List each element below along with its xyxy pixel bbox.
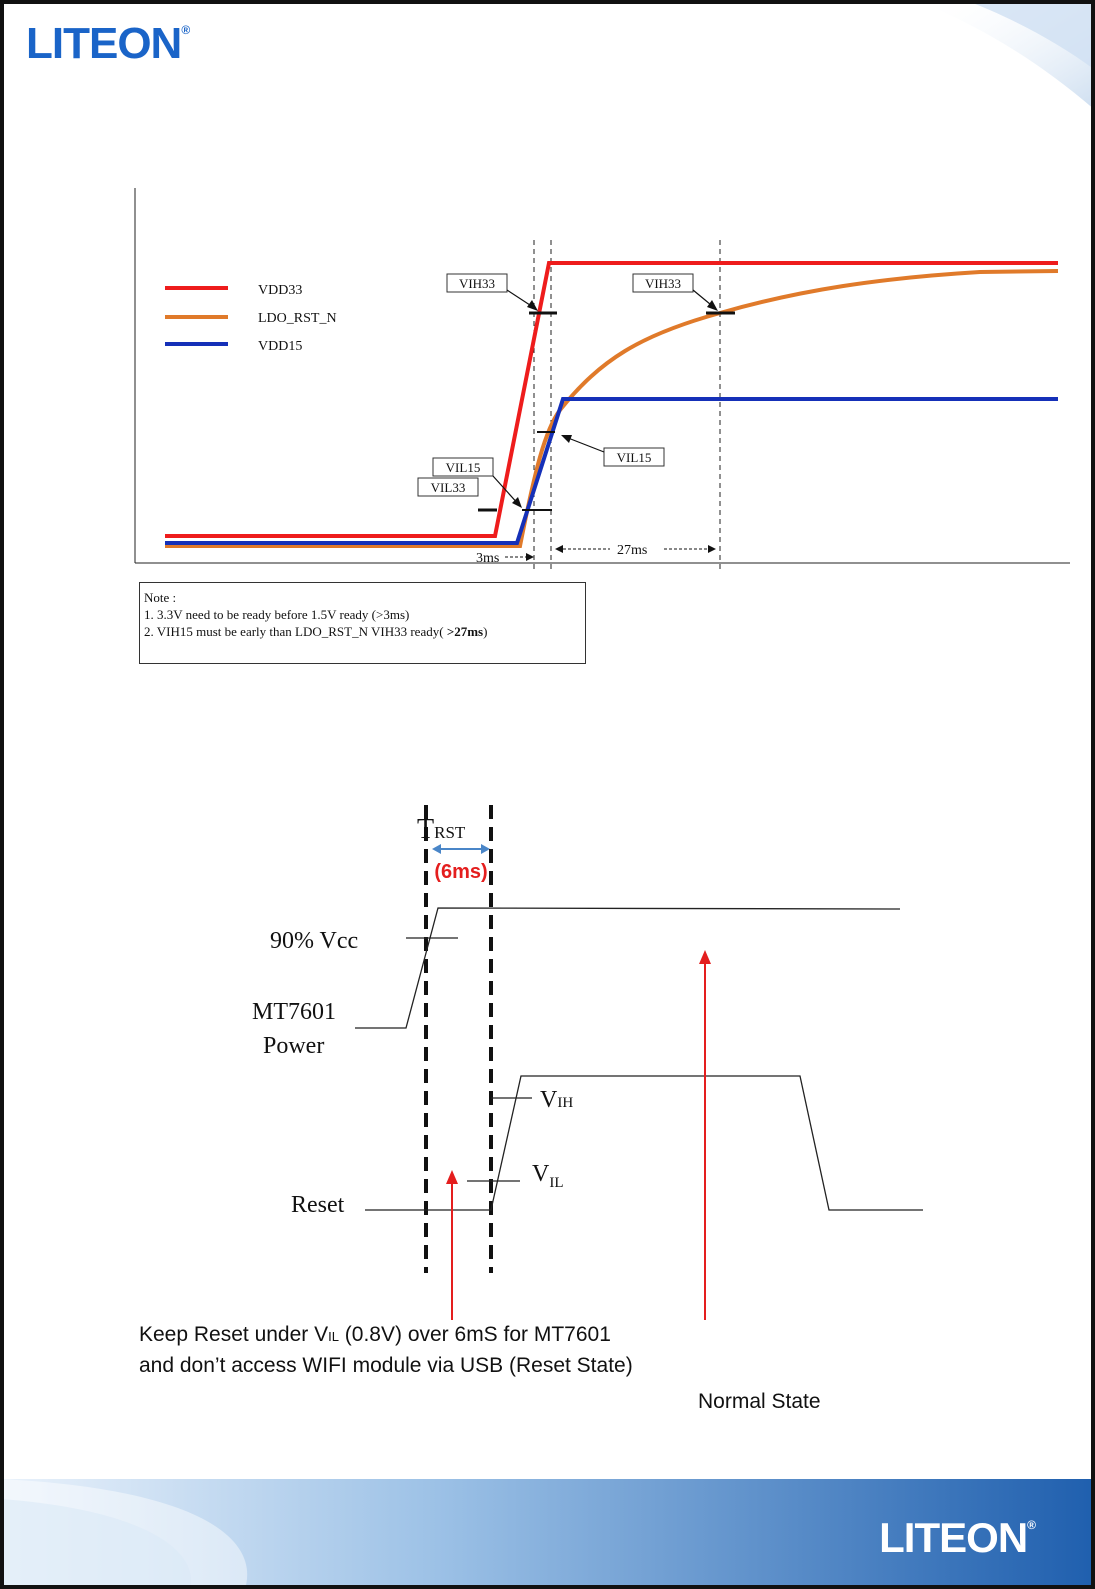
interval-27ms-label: 27ms [617, 543, 647, 558]
registered-mark-top: ® [181, 23, 190, 37]
label-90-vcc: 90% Vcc [270, 928, 358, 954]
callout-vil15-right-text: VIL15 [617, 450, 652, 465]
logo-text-top: LITEON [26, 19, 182, 68]
legend-label-vdd15: VDD15 [258, 339, 302, 354]
arrow-reset-state-head [446, 1170, 458, 1184]
label-vih-sub: IH [557, 1095, 573, 1111]
callout-vil15-left-text: VIL15 [446, 460, 481, 475]
note-box: Note : 1. 3.3V need to be ready before 1… [139, 582, 586, 664]
label-vil-main: V [532, 1161, 550, 1187]
logo-text-bottom: LITEON [879, 1514, 1028, 1561]
registered-mark-bottom: ® [1027, 1518, 1036, 1532]
caption-line-1-a: Keep Reset under V [139, 1323, 329, 1346]
note-line-2-value: >27ms [446, 624, 484, 639]
waveform-ldo-rst-n [165, 269, 1059, 548]
reset-timing-diagram: TRST (6ms) 90% Vcc MT7601 Power VIH VIL … [252, 805, 923, 1320]
caption-line-1-b: (0.8V) over 6mS for MT7601 [338, 1323, 611, 1346]
label-vil: VIL [532, 1161, 564, 1191]
label-vih-main: V [540, 1087, 558, 1113]
legend-label-ldo-rst-n: LDO_RST_N [258, 311, 337, 326]
note-line-2: 2. VIH15 must be early than LDO_RST_N VI… [144, 623, 581, 640]
label-mt7601: MT7601 [252, 999, 336, 1025]
callout-vih33-right-text: VIH33 [645, 276, 681, 291]
legend-label-vdd33: VDD33 [258, 283, 302, 298]
header-swoosh-graphic [915, 0, 1095, 110]
waveform-vdd15 [165, 397, 1058, 545]
note-line-2-prefix: 2. VIH15 must be early than LDO_RST_N VI… [144, 624, 447, 639]
liteon-logo-top: LITEON® [26, 19, 190, 68]
power-sequence-diagram: VDD33 LDO_RST_N VDD15 VIH33 VIH33 [134, 188, 1070, 570]
arrow-normal-state-head [699, 950, 711, 964]
t-rst-arrow-right [481, 844, 490, 854]
callout-vil15-left: VIL15 [432, 457, 522, 508]
callout-vil15-right: VIL15 [561, 435, 665, 467]
note-line-2-suffix: ) [483, 624, 488, 639]
waveform-reset [365, 1075, 923, 1211]
callout-vil33-text: VIL33 [431, 480, 466, 495]
interval-3ms-label: 3ms [476, 551, 499, 566]
footer-band-graphic [0, 1479, 1095, 1589]
label-reset: Reset [291, 1192, 345, 1218]
interval-3ms: 3ms [476, 551, 534, 566]
label-power: Power [263, 1033, 324, 1059]
t-rst-sub: RST [434, 823, 466, 842]
t-rst-value: (6ms) [434, 861, 487, 883]
caption-keep-reset-line-2: and don’t access WIFI module via USB (Re… [139, 1354, 633, 1377]
interval-27ms: 27ms [555, 543, 716, 558]
note-line-1: 1. 3.3V need to be ready before 1.5V rea… [144, 607, 410, 622]
callout-vil33: VIL33 [417, 477, 479, 497]
note-title: Note : [144, 590, 177, 605]
callout-vih33-left: VIH33 [446, 273, 538, 311]
t-rst-arrow-left [432, 844, 441, 854]
label-vil-sub: IL [549, 1175, 563, 1191]
caption-normal-state: Normal State [698, 1390, 821, 1413]
callout-vih33-left-text: VIH33 [459, 276, 495, 291]
callout-vih33-right: VIH33 [632, 273, 718, 311]
label-vih: VIH [540, 1087, 573, 1113]
waveform-vdd33 [165, 261, 1058, 538]
caption-line-1-sub: IL [328, 1329, 339, 1344]
waveform-mt7601-power [355, 907, 901, 1029]
liteon-logo-bottom: LITEON® [879, 1514, 1036, 1561]
caption-keep-reset-line-1: Keep Reset under VIL (0.8V) over 6mS for… [139, 1320, 611, 1352]
